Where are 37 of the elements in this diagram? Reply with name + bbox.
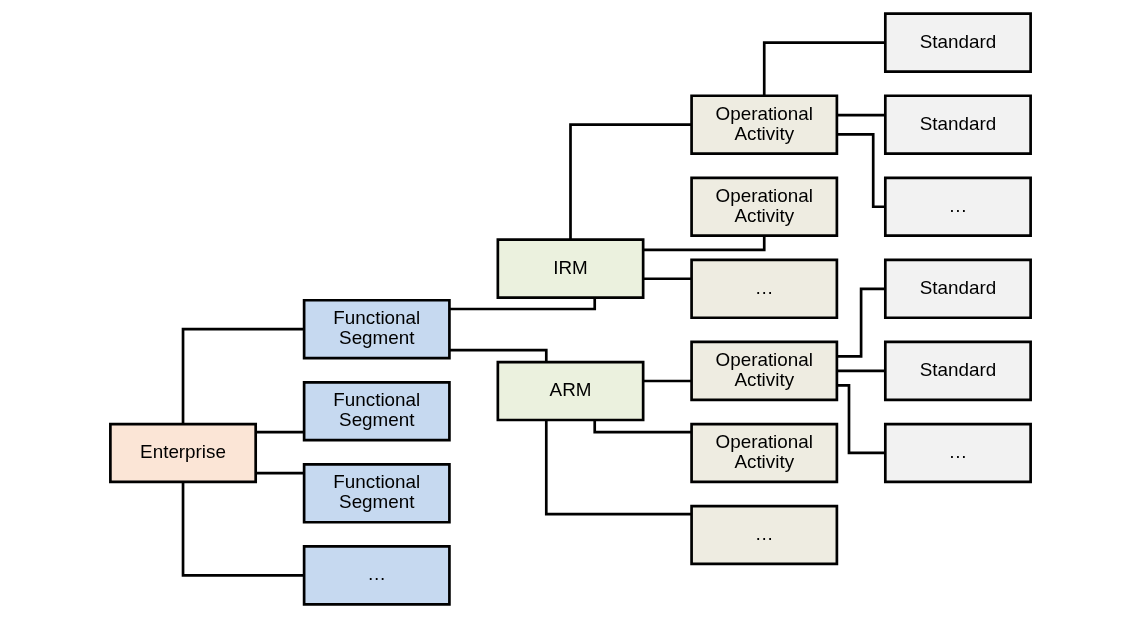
connector <box>181 481 305 577</box>
node-box: Standard <box>883 12 1032 73</box>
node-box: Enterprise <box>109 422 258 484</box>
connector <box>449 297 597 311</box>
node-box: IRM <box>496 238 645 299</box>
node-box: Standard <box>883 340 1032 402</box>
connector <box>643 235 766 252</box>
connector <box>762 41 886 96</box>
connector <box>836 369 885 373</box>
node-box: … <box>690 504 839 566</box>
node-box: … <box>302 545 451 606</box>
connector <box>255 430 304 434</box>
connector <box>643 379 692 383</box>
connector <box>181 327 305 424</box>
node-box: … <box>690 258 839 320</box>
connector <box>836 113 885 117</box>
connector <box>643 277 692 281</box>
node-box: Operational Activity <box>690 94 839 155</box>
node-box: Functional Segment <box>302 298 451 360</box>
node-box: Functional Segment <box>302 463 451 524</box>
connector <box>544 420 692 516</box>
node-box: … <box>883 422 1032 484</box>
node-box: Standard <box>883 94 1032 155</box>
node-box: Operational Activity <box>690 422 839 484</box>
node-box: … <box>883 176 1032 238</box>
node-box: Standard <box>883 258 1032 320</box>
connector <box>449 348 548 363</box>
connector <box>837 287 886 358</box>
connector <box>569 123 692 240</box>
node-box: Operational Activity <box>690 176 839 238</box>
node-box: Operational Activity <box>690 340 839 402</box>
connector <box>593 420 692 434</box>
node-box: ARM <box>496 360 645 422</box>
connector <box>255 471 304 475</box>
connector <box>837 384 886 455</box>
connector <box>836 133 885 209</box>
node-box: Functional Segment <box>302 380 451 442</box>
